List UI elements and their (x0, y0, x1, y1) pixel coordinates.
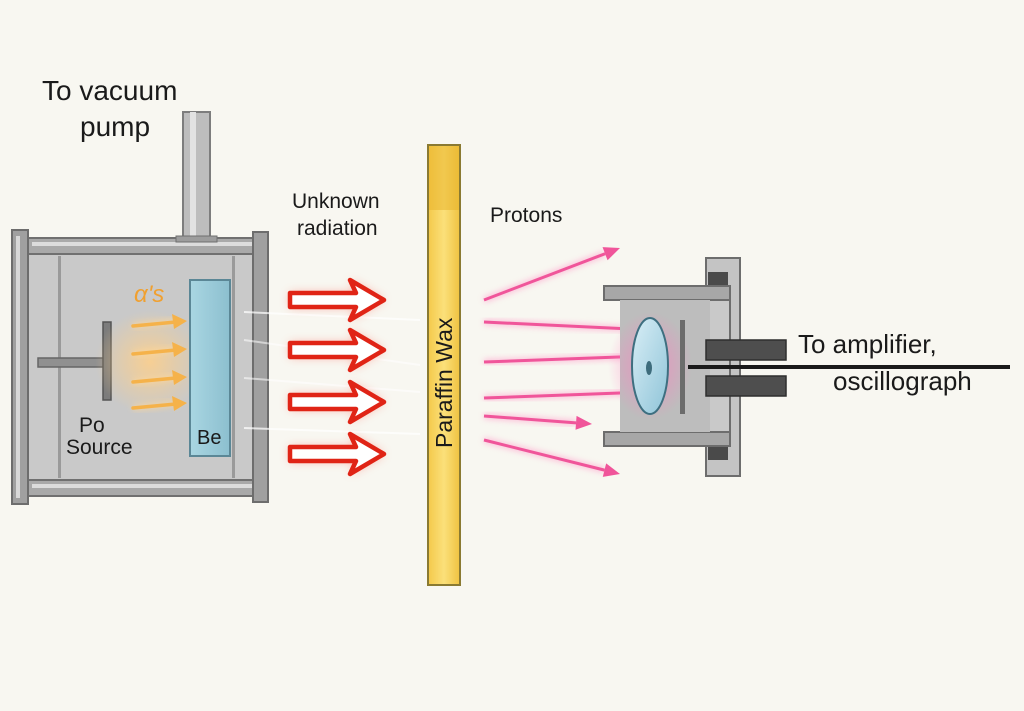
polonium-source (37, 310, 205, 414)
amplifier-label-line1: To amplifier, (798, 329, 937, 359)
po-label-line1: Po (79, 414, 105, 437)
unknown-radiation-line1: Unknown (292, 190, 380, 213)
vacuum-pipe (182, 111, 211, 253)
po-label-line2: Source (66, 436, 133, 459)
protons-label: Protons (490, 204, 562, 227)
alpha-arrow-icon (131, 396, 187, 412)
radiation-arrow-icon (287, 327, 387, 373)
proton-arrow-icon (483, 437, 620, 477)
proton-arrow-icon (482, 247, 620, 303)
be-label: Be (197, 427, 221, 449)
radiation-arrow-icon (287, 379, 387, 425)
paraffin-wax-label: Paraffin Wax (431, 317, 457, 448)
proton-arrows (482, 247, 652, 477)
vacuum-label-line2: pump (80, 111, 150, 142)
detector-connector-bottom (705, 375, 787, 397)
radiation-arrow-icon (287, 277, 387, 323)
alpha-arrow-icon (131, 370, 187, 386)
paraffin-wax-block (427, 144, 461, 586)
chamber-right-flange (252, 231, 269, 503)
alpha-particle-arrows (131, 314, 187, 412)
alpha-arrow-icon (131, 314, 187, 330)
beryllium-target (189, 279, 231, 457)
ionization-detector (603, 257, 1010, 477)
unknown-radiation-line2: radiation (297, 217, 378, 240)
proton-arrow-icon (483, 413, 592, 430)
vacuum-label-line1: To vacuum (42, 75, 177, 106)
amplifier-label-line2: oscillograph (833, 366, 972, 396)
unknown-radiation-arrows (287, 277, 387, 477)
radiation-beams (243, 311, 421, 435)
alphas-label: α's (134, 281, 164, 308)
alpha-arrow-icon (131, 342, 187, 358)
detector-connector-top (705, 339, 787, 361)
radiation-arrow-icon (287, 431, 387, 477)
